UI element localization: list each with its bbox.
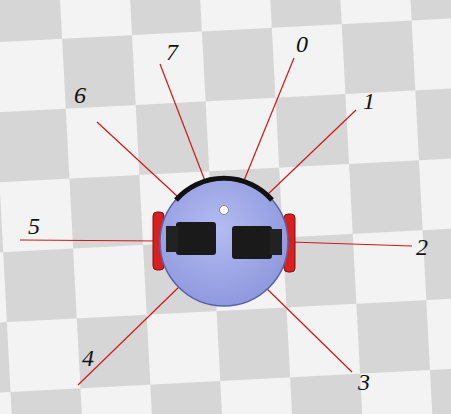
- callout-number: 1: [363, 89, 375, 113]
- callout-number: 4: [82, 346, 94, 370]
- callout-number: 3: [358, 370, 370, 394]
- robot: [153, 178, 295, 306]
- callout-number: 5: [28, 214, 40, 238]
- callout-number: 7: [166, 40, 178, 64]
- callout-number: 0: [296, 32, 308, 56]
- sensor-rays: [20, 58, 412, 385]
- callout-number: 6: [74, 83, 86, 107]
- callout-number: 2: [416, 235, 428, 259]
